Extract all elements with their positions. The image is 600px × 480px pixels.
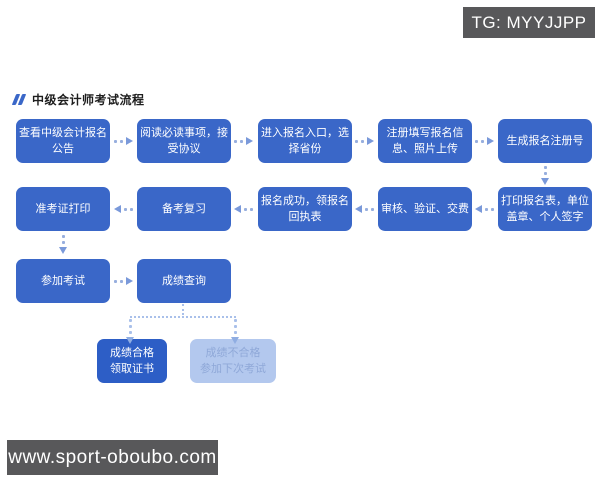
flow-outcome-fail: 成绩不合格 参加下次考试 (190, 339, 276, 383)
arrow-right-icon (234, 137, 253, 145)
flow-outcome-pass: 成绩合格 领取证书 (97, 339, 167, 383)
tg-watermark-badge: TG: MYYJJPP (463, 7, 595, 38)
double-slash-icon (11, 94, 27, 105)
arrow-left-icon (234, 205, 256, 213)
flow-step-view-announcement: 查看中级会计报名公告 (16, 119, 110, 163)
flow-step-exam-prep: 备考复习 (137, 187, 231, 231)
flow-step-read-notice: 阅读必读事项，接受协议 (137, 119, 231, 163)
flow-step-print-form-sign: 打印报名表，单位盖章、个人签字 (498, 187, 592, 231)
flow-step-check-score: 成绩查询 (137, 259, 231, 303)
arrow-left-icon (355, 205, 377, 213)
arrow-down-icon (58, 235, 68, 254)
flow-step-review-pay: 审核、验证、交费 (378, 187, 472, 231)
arrow-down-icon (125, 319, 135, 344)
flow-step-generate-number: 生成报名注册号 (498, 119, 592, 163)
arrow-right-icon (114, 137, 133, 145)
flow-step-register-info: 注册填写报名信息、照片上传 (378, 119, 472, 163)
flow-step-registration-success: 报名成功，领报名回执表 (258, 187, 352, 231)
arrow-down-icon (540, 166, 550, 185)
arrow-left-icon (114, 205, 136, 213)
arrow-right-icon (355, 137, 374, 145)
diagram-title: 中级会计师考试流程 (32, 93, 145, 107)
flow-step-print-admission-ticket: 准考证打印 (16, 187, 110, 231)
arrow-down-icon (230, 319, 240, 344)
diagram-title-row: 中级会计师考试流程 (11, 92, 145, 107)
branch-horizontal-line (130, 316, 236, 318)
arrow-left-icon (475, 205, 497, 213)
branch-stub-line (182, 304, 184, 315)
arrow-right-icon (114, 277, 133, 285)
website-watermark-badge: www.sport-oboubo.com (7, 440, 218, 475)
arrow-right-icon (475, 137, 494, 145)
flow-step-enter-portal: 进入报名入口，选择省份 (258, 119, 352, 163)
flow-step-take-exam: 参加考试 (16, 259, 110, 303)
